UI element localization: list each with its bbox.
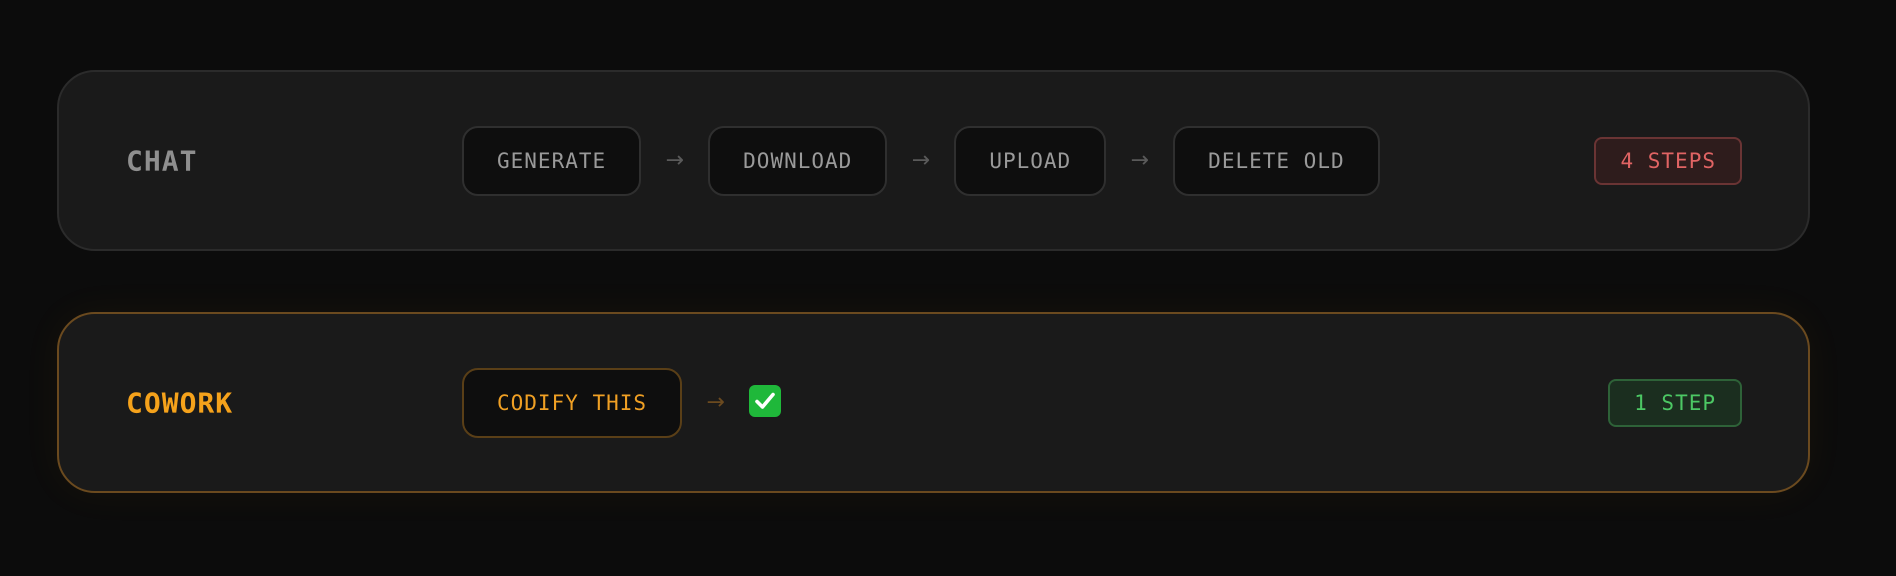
arrow-icon: →	[911, 148, 931, 173]
chat-label: CHAT	[126, 144, 198, 177]
step-download: DOWNLOAD	[708, 125, 888, 196]
cowork-step-count-badge: 1 STEP	[1608, 378, 1742, 427]
chat-step-flow: GENERATE → DOWNLOAD → UPLOAD → DELETE OL…	[462, 125, 1380, 196]
chat-step-count-badge: 4 STEPS	[1594, 136, 1742, 185]
cowork-step-flow: CODIFY THIS →	[462, 367, 782, 438]
cowork-label: COWORK	[126, 386, 234, 419]
check-mark-icon	[749, 384, 782, 417]
step-codify-this: CODIFY THIS	[462, 367, 683, 438]
check-mark-icon-glyph	[755, 392, 775, 409]
cowork-workflow-row: COWORK CODIFY THIS → 1 STEP	[57, 312, 1810, 493]
step-upload: UPLOAD	[954, 125, 1107, 196]
chat-workflow-row: CHAT GENERATE → DOWNLOAD → UPLOAD → DELE…	[57, 70, 1810, 251]
step-generate: GENERATE	[462, 125, 642, 196]
arrow-icon: →	[665, 148, 684, 173]
step-delete-old: DELETE OLD	[1173, 125, 1380, 196]
arrow-icon: →	[1130, 148, 1149, 173]
arrow-icon: →	[706, 390, 725, 415]
